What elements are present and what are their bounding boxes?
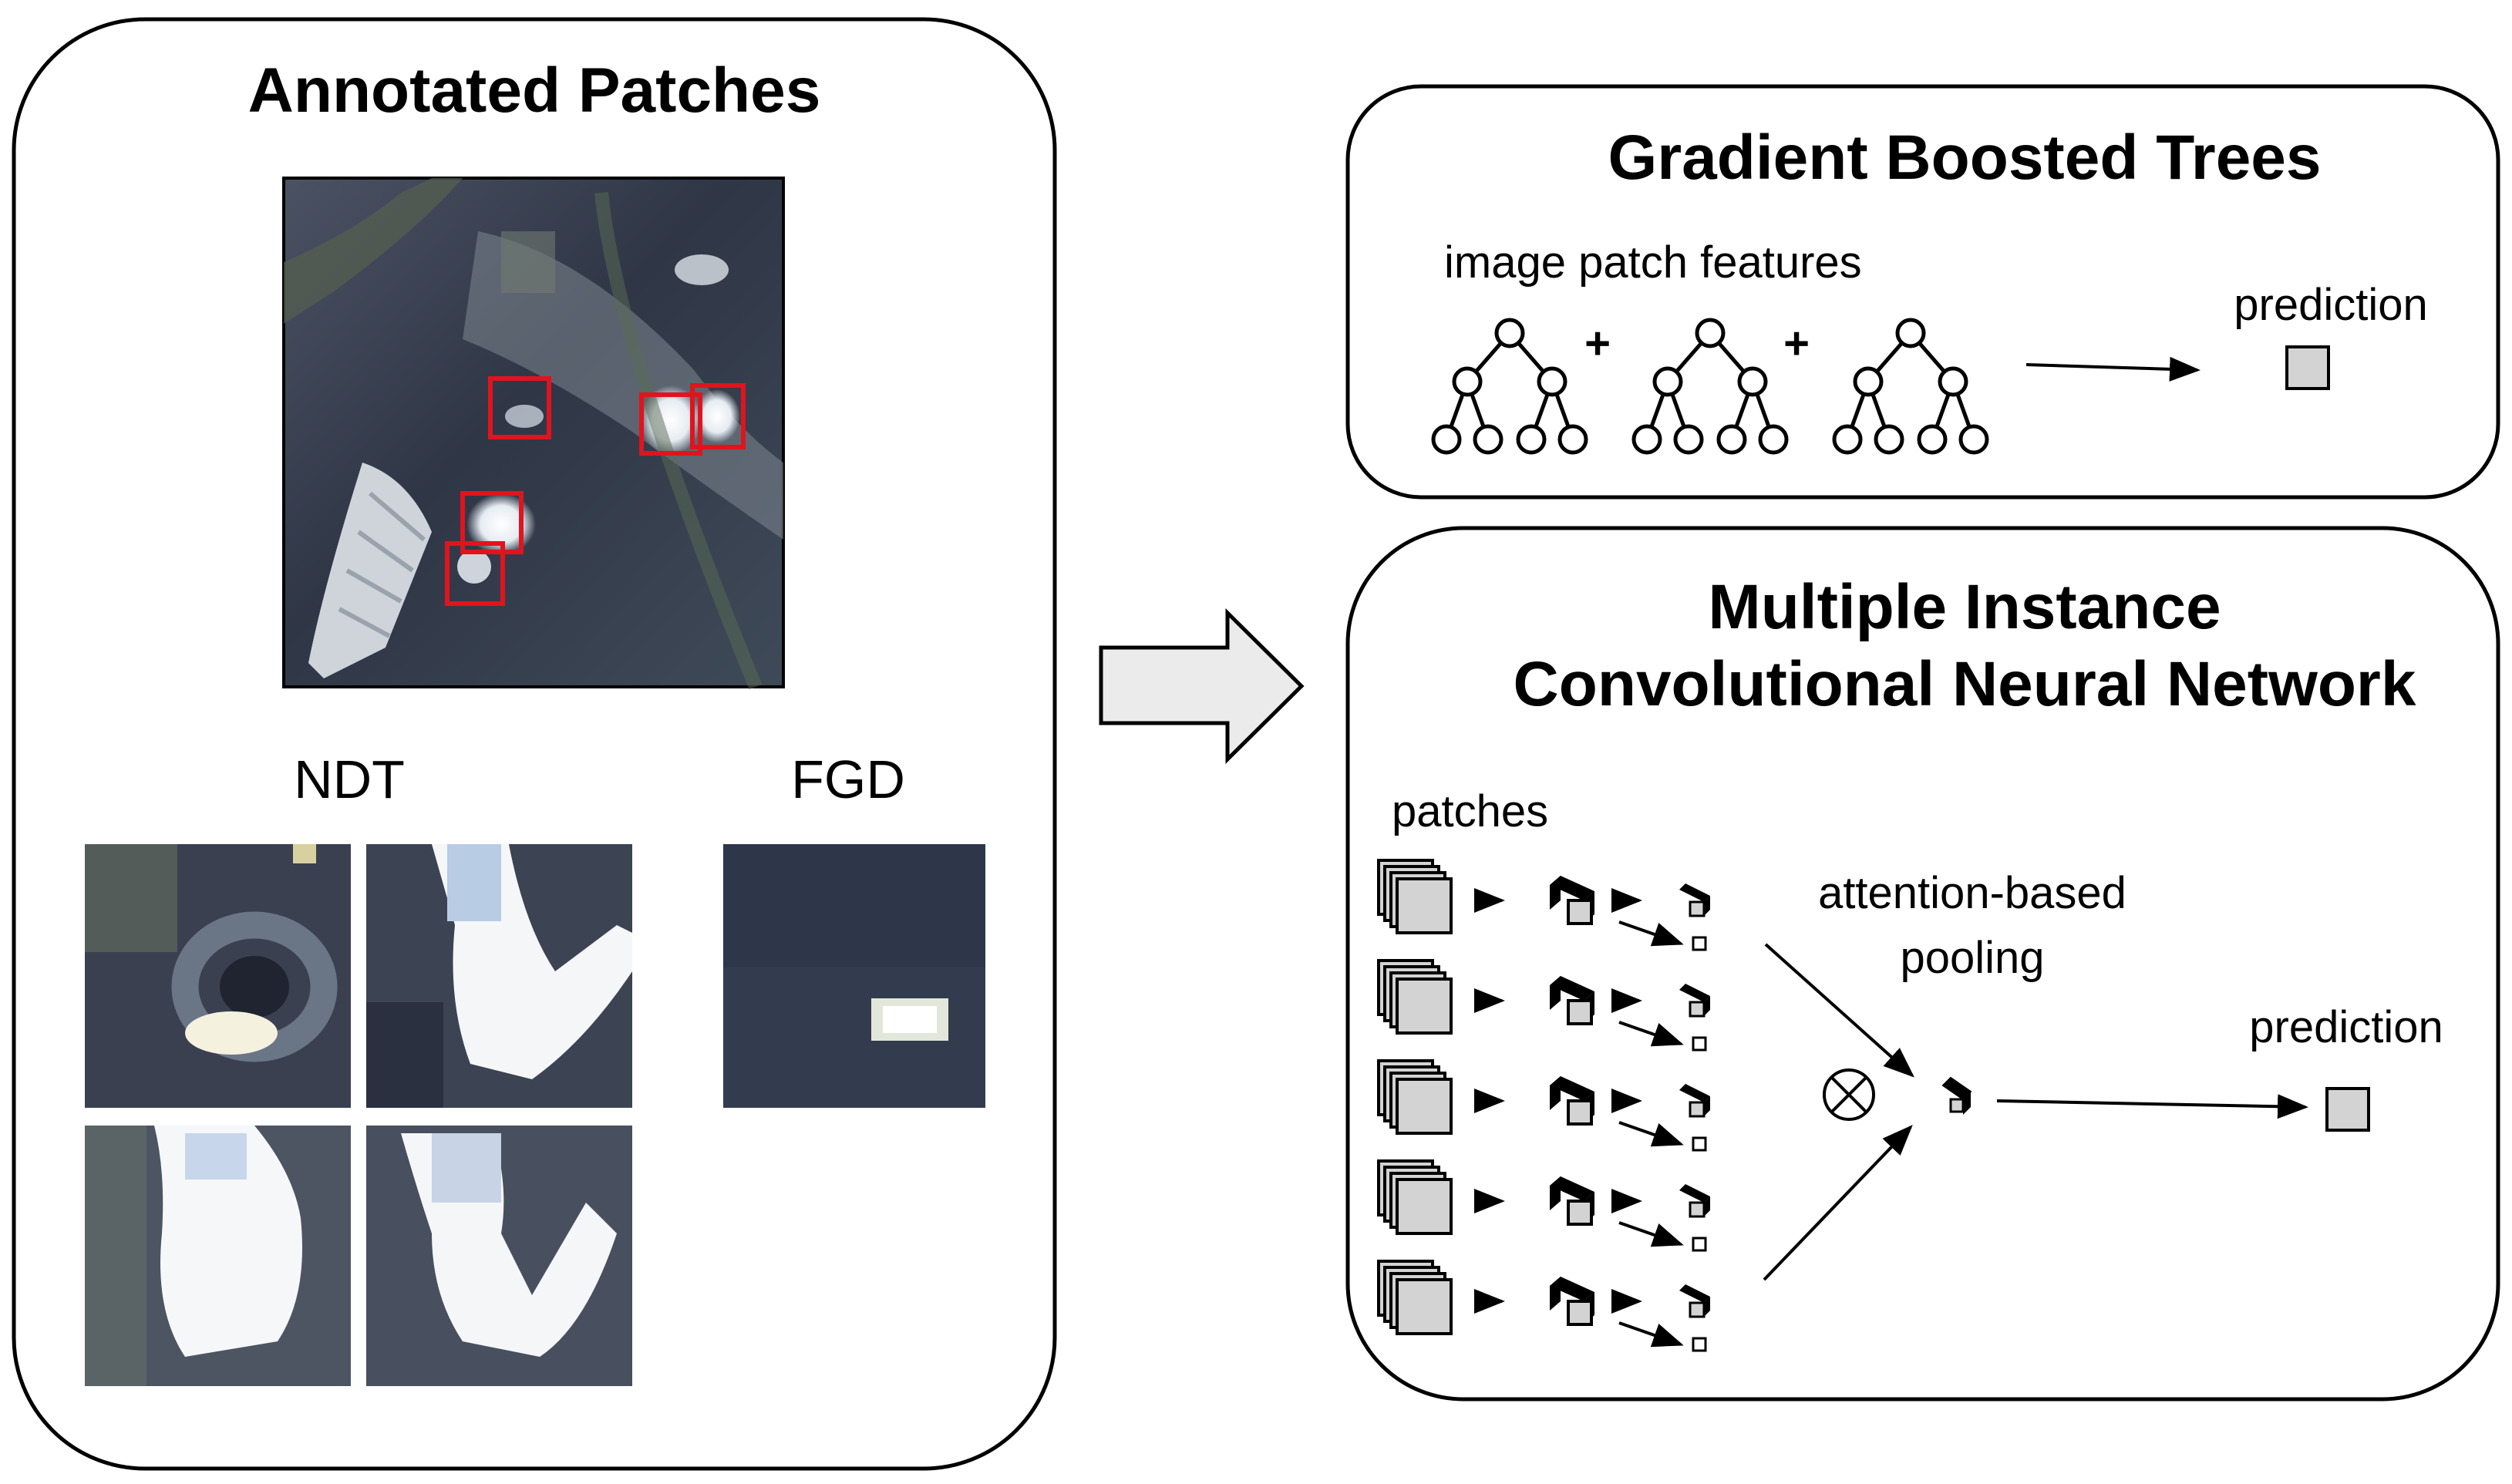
attention-weight-box	[1692, 1136, 1707, 1152]
annotation-box	[445, 541, 505, 606]
fgd-label: FGD	[791, 749, 905, 809]
tree-node	[1673, 424, 1704, 455]
mil-panel-title-line1: Multiple Instance	[1708, 572, 2221, 642]
gradient-boosted-trees-panel: Gradient Boosted Trees image patch featu…	[1345, 84, 2500, 500]
pooling-arrow-bottom	[1763, 1125, 1913, 1281]
mil-cnn-panel: Multiple Instance Convolutional Neural N…	[1345, 526, 2500, 1402]
tree-node	[1895, 318, 1926, 348]
patch-square	[1396, 978, 1453, 1035]
gbt-prediction-label: prediction	[2234, 280, 2427, 330]
tree-node	[1737, 366, 1768, 397]
feature-cube	[1550, 1076, 1594, 1126]
ndt-patch-4	[366, 1126, 632, 1386]
tree-node	[1853, 366, 1884, 397]
small-feature-cube	[1679, 883, 1710, 917]
feature-cube	[1550, 1176, 1594, 1226]
annotation-boxes	[445, 376, 746, 606]
row-diagonal-arrow	[1618, 1321, 1684, 1348]
patch-square	[1396, 1178, 1453, 1235]
decision-tree-2	[1631, 318, 1789, 455]
ndt-patch-1	[85, 844, 351, 1108]
plus-sign: +	[1783, 318, 1810, 368]
patch-row	[1377, 1260, 1710, 1352]
tree-node	[1938, 366, 1968, 397]
mil-prediction-label: prediction	[2249, 1002, 2443, 1052]
tree-node	[1557, 424, 1588, 455]
left-panel-title: Annotated Patches	[248, 56, 821, 126]
tree-node	[1874, 424, 1904, 455]
attention-pooling-label-line1: attention-based	[1818, 868, 2126, 918]
patch-square	[1396, 1078, 1453, 1135]
row-diagonal-arrow	[1618, 920, 1684, 947]
small-feature-cube	[1679, 1184, 1710, 1218]
multiply-symbol	[1823, 1068, 1875, 1121]
decision-tree-3	[1832, 318, 1989, 455]
tree-node	[1537, 366, 1567, 397]
mil-panel-title-line2: Convolutional Neural Network	[1514, 649, 2416, 719]
small-feature-cube	[1679, 984, 1710, 1018]
pooling-arrow-top	[1764, 943, 1914, 1078]
ndt-label: NDT	[294, 749, 405, 809]
row-diagonal-arrow	[1618, 1021, 1684, 1047]
patch-row	[1377, 959, 1710, 1052]
image-patch-features-label: image patch features	[1444, 237, 1862, 288]
patch-row	[1377, 1059, 1710, 1152]
tree-node	[1652, 366, 1683, 397]
feature-cube	[1550, 976, 1594, 1025]
tree-node	[1758, 424, 1789, 455]
satellite-image	[282, 177, 785, 690]
tree-node	[1473, 424, 1503, 455]
small-feature-cube	[1679, 1084, 1710, 1118]
feature-cube	[1550, 876, 1594, 925]
ndt-patch-2	[366, 844, 632, 1108]
attention-weight-box	[1692, 936, 1707, 951]
mil-prediction-arrow	[1996, 1094, 2308, 1119]
gbt-prediction-arrow	[2025, 356, 2201, 382]
patches-label: patches	[1392, 786, 1548, 836]
attention-weight-box	[1692, 1337, 1707, 1352]
fgd-patch	[723, 844, 985, 1108]
tree-node	[1631, 424, 1662, 455]
annotation-box	[488, 376, 551, 439]
gbt-panel-border	[1345, 84, 2500, 500]
patch-square	[1396, 877, 1453, 934]
row-diagonal-arrow	[1618, 1121, 1684, 1147]
tree-node	[1695, 318, 1726, 348]
tree-node	[1452, 366, 1483, 397]
feature-cube	[1550, 1277, 1594, 1326]
tree-node	[1494, 318, 1525, 348]
patch-row	[1377, 1159, 1710, 1252]
ndt-patch-3	[85, 1126, 351, 1386]
attention-weight-box	[1692, 1036, 1707, 1052]
patch-square	[1396, 1278, 1453, 1335]
tree-node	[1431, 424, 1462, 455]
pooled-feature-cube	[1941, 1076, 1972, 1115]
annotated-patches-panel: Annotated Patches NDT	[12, 17, 1057, 1471]
mil-panel-border	[1345, 526, 2500, 1402]
small-feature-cube	[1679, 1284, 1710, 1318]
patch-row	[1377, 859, 1710, 951]
patch-rows	[1377, 859, 1710, 1352]
attention-pooling-label-line2: pooling	[1900, 933, 2044, 983]
tree-node	[1716, 424, 1747, 455]
tree-node	[1516, 424, 1547, 455]
plus-sign: +	[1584, 318, 1611, 368]
tree-node	[1917, 424, 1948, 455]
gbt-panel-title: Gradient Boosted Trees	[1608, 123, 2321, 193]
row-diagonal-arrow	[1618, 1221, 1684, 1247]
annotation-box	[460, 491, 524, 554]
tree-node	[1958, 424, 1989, 455]
flow-arrow	[1099, 608, 1305, 764]
decision-tree-1	[1431, 318, 1588, 455]
left-panel-border	[12, 17, 1057, 1471]
attention-weight-box	[1692, 1237, 1707, 1252]
gbt-prediction-box	[2285, 345, 2330, 390]
annotation-box	[639, 392, 702, 456]
mil-prediction-box	[2325, 1087, 2370, 1132]
annotation-box	[690, 383, 746, 449]
tree-node	[1832, 424, 1863, 455]
